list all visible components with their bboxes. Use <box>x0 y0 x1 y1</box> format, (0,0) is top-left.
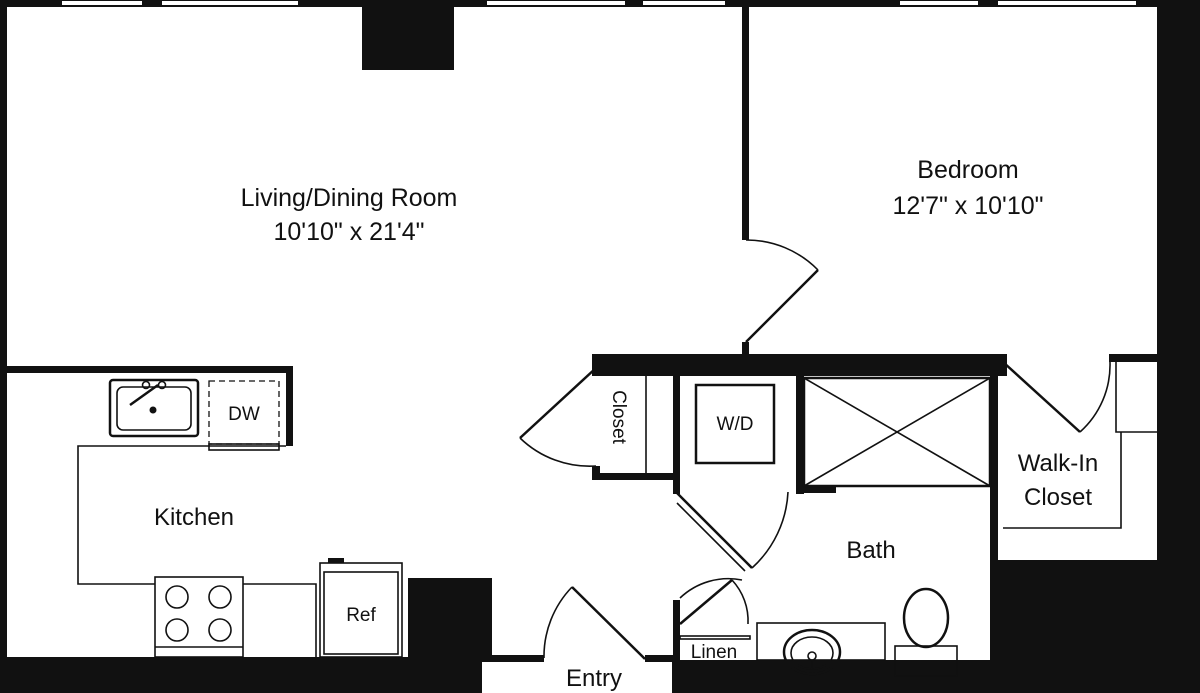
bottom-wall <box>0 657 482 693</box>
entry-label: Entry <box>566 665 622 692</box>
living-room-name: Living/Dining Room <box>241 184 458 212</box>
toilet-icon <box>902 587 950 649</box>
washer-dryer-label: W/D <box>717 414 754 435</box>
bath-top-wall <box>592 354 1007 376</box>
bedroom-wall-upper <box>742 7 749 240</box>
faucet-knob <box>141 380 151 390</box>
vanity-basin <box>790 636 834 670</box>
sink-outer <box>108 378 200 438</box>
bath-label: Bath <box>846 537 895 564</box>
walkin-door-leaf <box>1002 361 1081 433</box>
burner-icon <box>165 585 189 609</box>
window <box>900 1 978 5</box>
bath-door-leaf <box>676 492 753 569</box>
window <box>62 1 142 5</box>
vanity-sink-icon <box>782 628 842 676</box>
sink-drain <box>149 406 157 414</box>
bath-door-leaf-inner <box>676 502 746 572</box>
entry-door-leaf <box>571 586 646 660</box>
shower-cross <box>803 377 991 487</box>
vanity <box>756 622 886 661</box>
burner-icon <box>165 618 189 642</box>
closet-left-wall-top <box>592 354 600 368</box>
left-wall <box>0 0 7 693</box>
dishwasher <box>208 380 280 445</box>
walkin-shelf <box>1115 362 1157 433</box>
closet-bottom-wall <box>592 473 680 480</box>
dishwasher-base <box>208 443 280 451</box>
burner-icon <box>208 585 232 609</box>
faucet-icon <box>129 383 159 407</box>
living-room-dims: 10'10" x 21'4" <box>273 218 424 246</box>
washer-dryer <box>694 383 776 465</box>
window <box>162 1 298 5</box>
linen-door-swing <box>679 577 743 599</box>
closet-door-leaf <box>519 367 597 439</box>
entry-jamb-right <box>645 655 675 662</box>
entry-door-swing <box>543 586 573 659</box>
walkin-label-line1: Walk-In <box>1018 450 1098 477</box>
bedroom-door-leaf <box>745 269 819 343</box>
vanity-drain <box>807 651 817 661</box>
bath-fixtures <box>679 362 1157 677</box>
linen-door-swing-2 <box>731 579 749 625</box>
window <box>643 1 725 5</box>
bedroom-door-swing <box>745 239 819 271</box>
shower <box>802 376 992 488</box>
kitchen-side-wall <box>286 366 293 446</box>
dishwasher-label: DW <box>228 404 260 425</box>
interior-walls <box>7 7 1157 662</box>
counter-outline-right <box>243 583 317 657</box>
walkin-door-swing <box>1079 361 1111 433</box>
refrigerator-label: Ref <box>346 605 376 626</box>
walkin-top-wall <box>1109 354 1157 362</box>
closet-door-swing <box>519 437 597 467</box>
refrigerator-inner <box>323 571 399 655</box>
faucet-knob <box>157 380 167 390</box>
kitchen-fixtures <box>77 378 403 658</box>
bedroom-dims: 12'7" x 10'10" <box>892 192 1043 220</box>
walkin-rod <box>1003 432 1122 529</box>
kitchen-label: Kitchen <box>154 504 234 531</box>
closet-label: Closet <box>608 390 629 445</box>
window <box>998 1 1136 5</box>
refrigerator <box>319 562 403 658</box>
walkin-label-line2: Closet <box>1024 484 1092 511</box>
linen-left-wall <box>673 600 680 660</box>
bedroom-name: Bedroom <box>917 156 1018 184</box>
kitchen-top-wall <box>7 366 293 373</box>
column-bottom <box>408 578 492 660</box>
linen-shelf <box>679 635 751 640</box>
wd-right-wall <box>796 376 804 494</box>
linen-door-leaf <box>679 579 733 625</box>
entry-jamb-left <box>482 655 544 662</box>
bottom-right-block <box>995 560 1200 693</box>
column-top <box>362 0 454 70</box>
linen-label: Linen <box>691 642 738 663</box>
bath-door-swing <box>751 491 789 569</box>
bath-left-wall <box>673 354 680 494</box>
bedroom-wall-lower <box>742 342 749 358</box>
doors <box>519 239 1111 660</box>
burner-icon <box>208 618 232 642</box>
refrigerator-handle <box>328 558 344 563</box>
window <box>487 1 625 5</box>
shower-right-wall <box>990 354 998 660</box>
windows <box>62 1 1136 5</box>
wd-bottom-wall <box>796 486 836 493</box>
range <box>154 576 244 658</box>
counter-outline <box>77 445 286 585</box>
room-labels: Living/Dining Room 10'10" x 21'4" Bedroo… <box>154 156 1098 692</box>
